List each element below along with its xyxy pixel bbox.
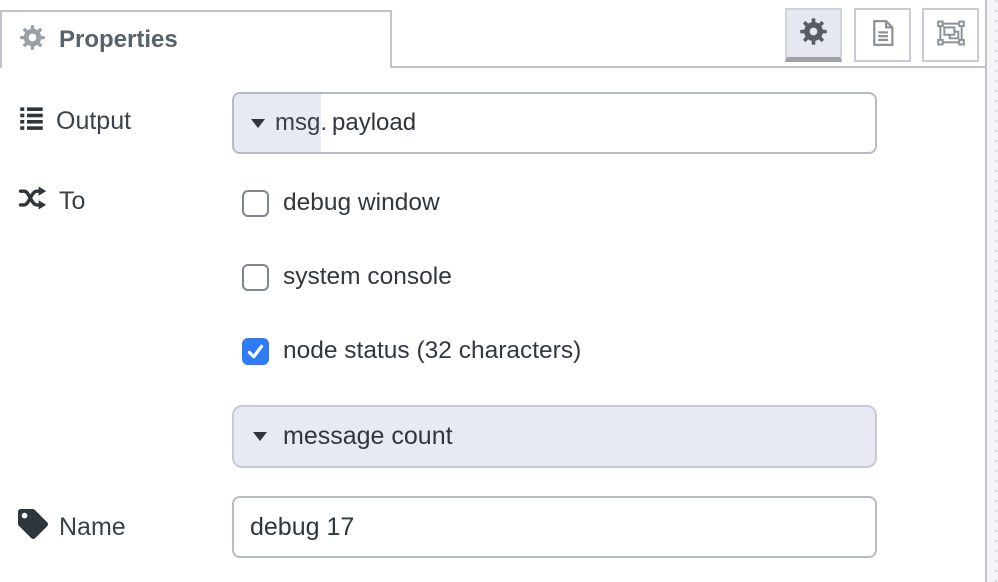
output-property-input[interactable] xyxy=(321,94,875,152)
typed-input-type-button[interactable]: msg. xyxy=(234,94,327,152)
system-console-checkbox[interactable] xyxy=(242,263,269,291)
list-icon xyxy=(18,104,45,138)
chevron-down-icon xyxy=(251,118,265,128)
status-source-value: message count xyxy=(283,422,453,450)
node-status-checkbox-row[interactable]: node status (32 characters) xyxy=(242,337,581,365)
debug-window-checkbox-label: debug window xyxy=(283,189,440,216)
shuffle-icon xyxy=(18,183,48,220)
output-label-row: Output xyxy=(18,106,131,136)
system-console-checkbox-label: system console xyxy=(283,263,452,290)
name-label-row: Name xyxy=(18,508,126,542)
workspace-grid-strip xyxy=(987,0,998,582)
output-label: Output xyxy=(56,106,132,135)
name-label: Name xyxy=(59,512,126,541)
tab-properties[interactable]: Properties xyxy=(0,10,392,68)
tab-button-description[interactable] xyxy=(854,8,911,62)
node-status-checkbox[interactable] xyxy=(242,337,269,365)
tag-icon xyxy=(18,508,48,546)
debug-window-checkbox-row[interactable]: debug window xyxy=(242,189,440,217)
node-status-checkbox-label: node status (32 characters) xyxy=(283,337,582,364)
to-label: To xyxy=(59,186,86,215)
debug-window-checkbox[interactable] xyxy=(242,189,269,217)
tabbar-divider xyxy=(392,66,985,68)
system-console-checkbox-row[interactable]: system console xyxy=(242,263,452,291)
to-label-row: To xyxy=(18,186,85,216)
typed-input-type-label: msg. xyxy=(275,109,328,136)
check-icon xyxy=(247,344,264,358)
appearance-icon xyxy=(935,17,967,54)
panel-right-border xyxy=(985,0,987,582)
tab-properties-label: Properties xyxy=(59,26,178,53)
tab-button-appearance[interactable] xyxy=(922,8,979,62)
gear-icon xyxy=(799,17,828,51)
output-typed-input: msg. xyxy=(232,92,877,154)
gear-icon xyxy=(19,24,46,56)
name-input[interactable] xyxy=(232,496,877,558)
chevron-down-icon xyxy=(253,432,267,441)
tab-button-properties[interactable] xyxy=(785,8,842,62)
status-source-select[interactable]: message count xyxy=(232,405,877,468)
document-icon xyxy=(868,18,898,53)
